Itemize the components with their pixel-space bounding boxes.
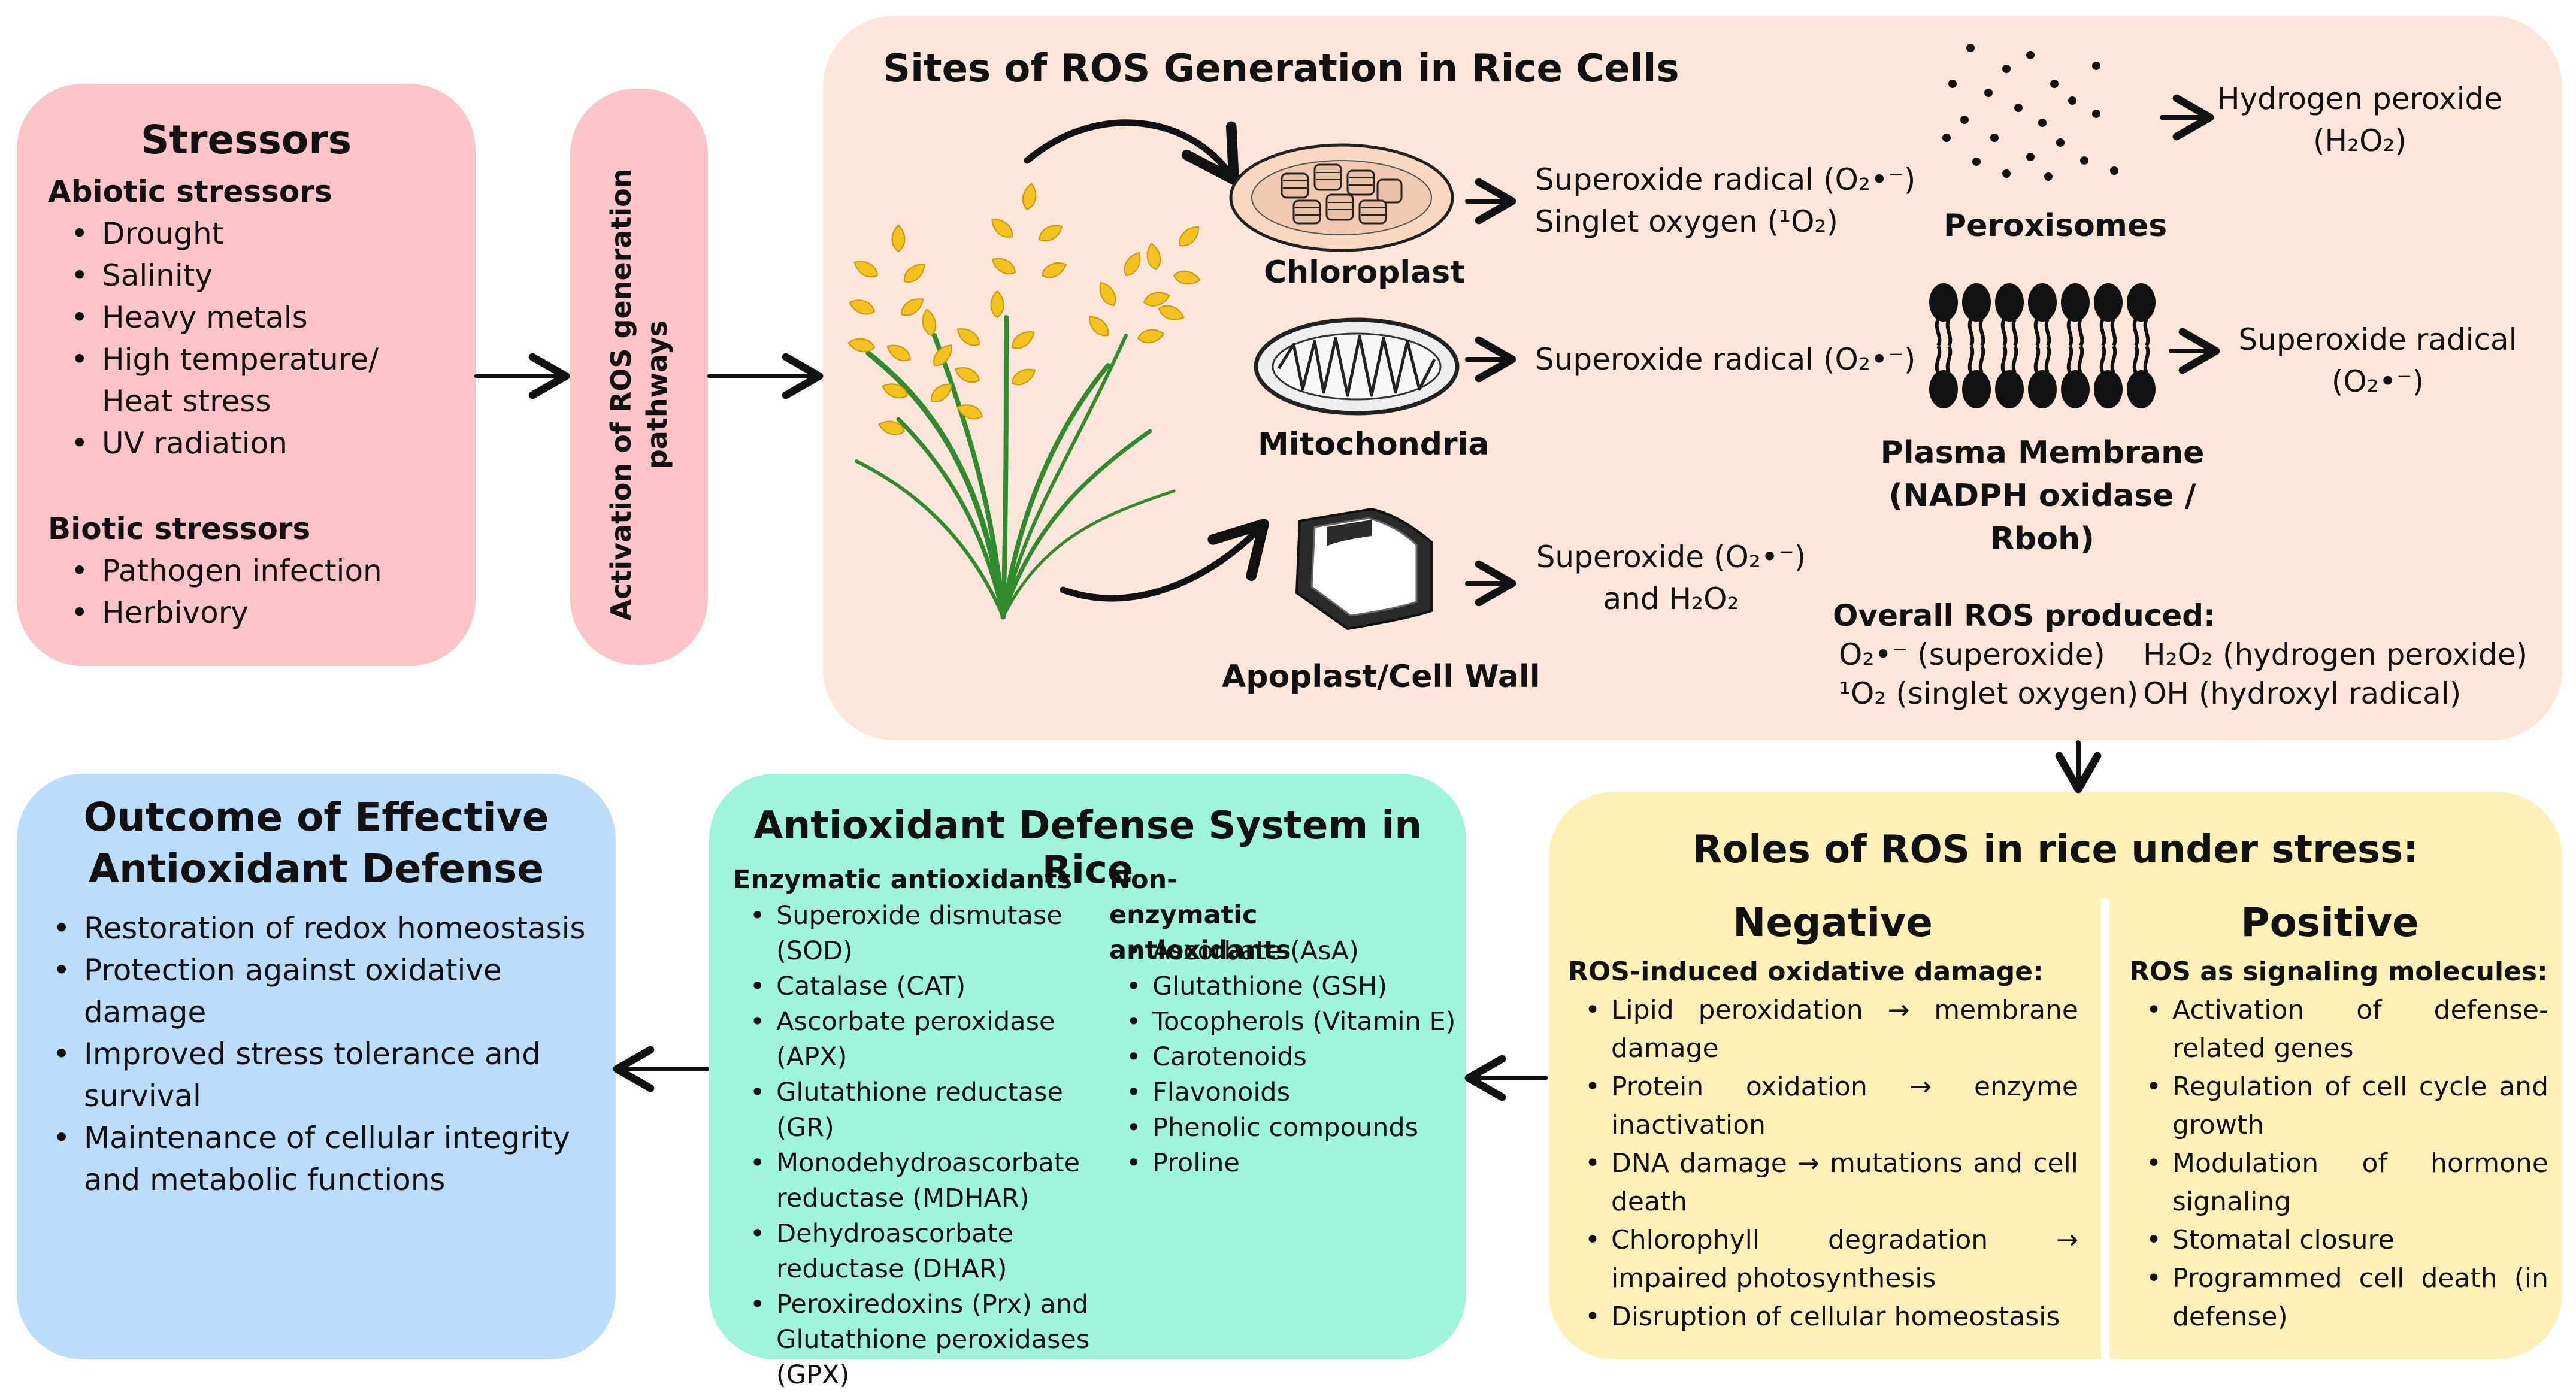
list-item: Pathogen infection [48,550,419,592]
apoplast-label: Apoplast/Cell Wall [1222,659,1540,695]
biotic-list: Pathogen infection Herbivory [48,550,419,634]
abiotic-heading: Abiotic stressors [48,174,332,209]
list-item: Tocopherols (Vitamin E) [1109,1004,1457,1040]
list-item: Stomatal closure [2129,1221,2548,1259]
list-item: Ascorbate (AsA) [1109,934,1457,969]
list-item: Phenolic compounds [1109,1110,1457,1146]
roles-title: Roles of ROS in rice under stress: [1693,828,2418,872]
list-item: Superoxide dismutase (SOD) [733,898,1092,969]
list-item: Flavonoids [1109,1075,1457,1110]
list-item: Glutathione (GSH) [1109,969,1457,1004]
nonenzymatic-list: Ascorbate (AsA) Glutathione (GSH) Tocoph… [1109,934,1457,1181]
list-item: Glutathione reductase (GR) [733,1075,1092,1146]
list-item: Activation of defense-related genes [2129,991,2548,1068]
antioxidant-title: Antioxidant Defense System in Rice [753,804,1422,892]
roles-divider [2101,898,2109,1359]
list-item: Salinity [48,255,419,296]
membrane-ros: Superoxide radical (O₂•⁻) [2238,322,2517,399]
overall-item: O₂•⁻ (superoxide) [1839,637,2105,672]
list-item: Catalase (CAT) [733,969,1092,1004]
list-item: Programmed cell death (in defense) [2129,1259,2548,1336]
list-item: Lipid peroxidation → membrane damage [1568,991,2078,1068]
list-item: Proline [1109,1146,1457,1181]
list-item: Protein oxidation → enzyme inactivation [1568,1068,2078,1144]
biotic-heading: Biotic stressors [48,511,311,546]
negative-list: Lipid peroxidation → membrane damage Pro… [1568,991,2078,1336]
overall-heading: Overall ROS produced: [1833,598,2216,633]
enzymatic-list: Superoxide dismutase (SOD) Catalase (CAT… [733,898,1092,1393]
list-item: Disruption of cellular homeostasis [1568,1298,2078,1336]
mitochondria-ros: Superoxide radical (O₂•⁻) [1535,342,1916,377]
apoplast-ros: Superoxide (O₂•⁻) and H₂O₂ [1536,540,1806,616]
list-item: Regulation of cell cycle and growth [2129,1068,2548,1144]
list-item: UV radiation [48,422,419,464]
activation-label: Activation of ROS generation pathways [605,168,673,621]
peroxisomes-label: Peroxisomes [1944,208,2168,244]
outcome-title: Outcome of Effective Antioxidant Defense [83,794,549,892]
overall-item: H₂O₂ (hydrogen peroxide) [2143,637,2528,672]
list-item: Herbivory [48,592,419,634]
list-item: Ascorbate peroxidase (APX) [733,1004,1092,1075]
negative-heading: ROS-induced oxidative damage: [1568,956,2044,987]
stressors-title: Stressors [140,117,352,163]
list-item: Maintenance of cellular integrity and me… [30,1117,587,1201]
chloroplast-label: Chloroplast [1264,255,1466,290]
overall-item: ¹O₂ (singlet oxygen) [1839,676,2139,711]
list-item: Protection against oxidative damage [30,949,587,1033]
enzymatic-heading: Enzymatic antioxidants [733,865,1073,895]
mitochondria-label: Mitochondria [1258,426,1490,462]
stressors-panel: Stressors Abiotic stressors Drought Sali… [17,84,476,666]
chloroplast-ros: Superoxide radical (O₂•⁻) Singlet oxygen… [1535,162,1916,239]
overall-item: OH (hydroxyl radical) [2143,676,2462,711]
list-item: Improved stress tolerance and survival [30,1033,587,1117]
list-item: Heavy metals [48,296,419,338]
list-item: High temperature/ Heat stress [48,338,419,422]
peroxisomes-ros: Hydrogen peroxide (H₂O₂) [2217,81,2503,158]
list-item: Chlorophyll degradation → impaired photo… [1568,1221,2078,1298]
negative-title: Negative [1733,900,1933,946]
outcome-list: Restoration of redox homeostasis Protect… [30,907,587,1201]
list-item: Peroxiredoxins (Prx) and Glutathione per… [733,1287,1092,1393]
list-item: Dehydroascorbate reductase (DHAR) [733,1216,1092,1287]
list-item: Carotenoids [1109,1040,1457,1075]
list-item: Modulation of hormone signaling [2129,1144,2548,1221]
sites-title: Sites of ROS Generation in Rice Cells [883,47,1679,91]
membrane-label: Plasma Membrane (NADPH oxidase / Rboh) [1880,435,2205,557]
positive-heading: ROS as signaling molecules: [2129,956,2548,987]
abiotic-list: Drought Salinity Heavy metals High tempe… [48,213,419,464]
list-item: Restoration of redox homeostasis [30,907,587,949]
positive-title: Positive [2241,900,2419,946]
positive-list: Activation of defense-related genes Regu… [2129,991,2548,1336]
list-item: DNA damage → mutations and cell death [1568,1144,2078,1221]
list-item: Drought [48,213,419,255]
list-item: Monodehydroascorbate reductase (MDHAR) [733,1146,1092,1216]
activation-panel: Activation of ROS generation pathways [570,89,708,665]
